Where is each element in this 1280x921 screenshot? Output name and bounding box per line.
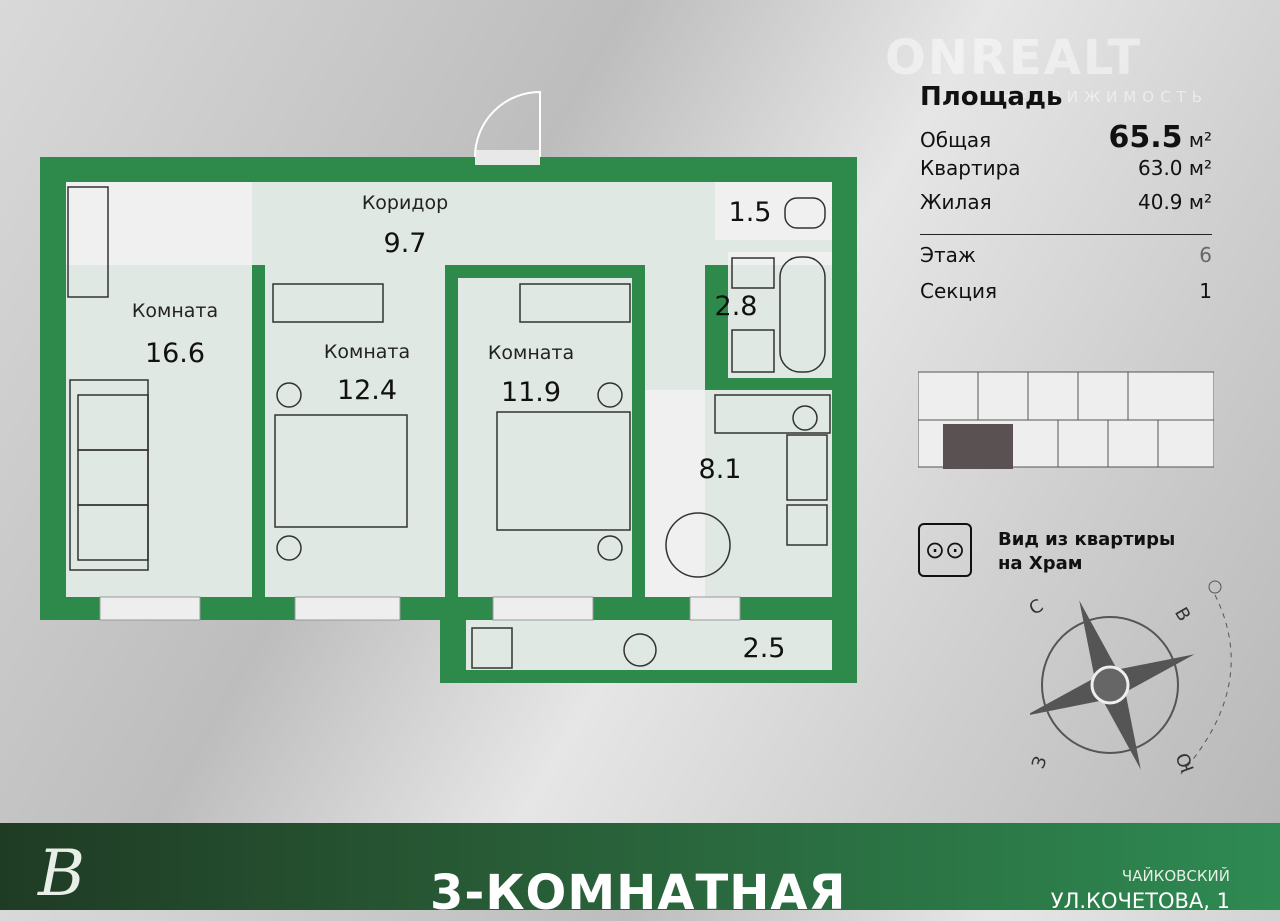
room-label: Комната [487, 342, 575, 364]
address: УЛ.КОЧЕТОВА, 1 [1050, 889, 1230, 913]
watermark-sub: НЕДВИЖИМОСТЬ [1000, 88, 1209, 106]
living-label: Жилая [920, 190, 992, 214]
room-area: 2.5 [742, 633, 786, 664]
furniture [67, 186, 831, 669]
section-label: Секция [920, 279, 997, 303]
logo: В [38, 837, 86, 911]
binoculars-icon: ⊙⊙ [918, 523, 972, 577]
view-text: Вид из квартиры [998, 529, 1176, 550]
floor-value: 6 [1199, 243, 1212, 267]
room-area: 12.4 [336, 375, 398, 406]
room-label: Комната [323, 341, 411, 363]
floor-label: Этаж [920, 243, 976, 267]
total-label: Общая [920, 128, 992, 152]
room-fills [66, 182, 832, 670]
unit: м² [1188, 128, 1212, 152]
living-value: 40.9 м² [1138, 190, 1212, 214]
watermark-logo: ONREALT [885, 30, 1143, 86]
room-area: 16.6 [144, 338, 206, 369]
room-area: 9.7 [383, 228, 427, 259]
apartment-type-title: 3-КОМНАТНАЯ [430, 865, 847, 921]
room-area: 8.1 [698, 454, 742, 485]
footer-banner: В 3-КОМНАТНАЯ ЧАЙКОВСКИЙ УЛ.КОЧЕТОВА, 1 [0, 823, 1280, 921]
windows [99, 596, 741, 621]
room-area: 1.5 [728, 197, 772, 228]
section-value: 1 [1199, 279, 1212, 303]
room-label: Коридор [361, 192, 449, 214]
apartment-label: Квартира [920, 156, 1021, 180]
area-table: Общая 65.5 м² Квартира 63.0 м² Жилая 40.9 м… [920, 120, 1212, 303]
apartment-value: 63.0 м² [1138, 156, 1212, 180]
room-area: 11.9 [500, 377, 562, 408]
room-label: Комната [131, 300, 219, 322]
divider [920, 234, 1212, 235]
view-text: на Храм [998, 553, 1083, 574]
room-area: 2.8 [714, 291, 758, 322]
area-title: Площадь [920, 82, 1063, 112]
sun-icon [1208, 580, 1222, 594]
city: ЧАЙКОВСКИЙ [1121, 867, 1230, 885]
compass [1030, 580, 1232, 776]
view-note: Вид из квартиры на Храм [998, 528, 1175, 576]
building-section-map [918, 371, 1214, 469]
total-value: 65.5 [1108, 120, 1183, 155]
floor-plan [40, 150, 857, 683]
